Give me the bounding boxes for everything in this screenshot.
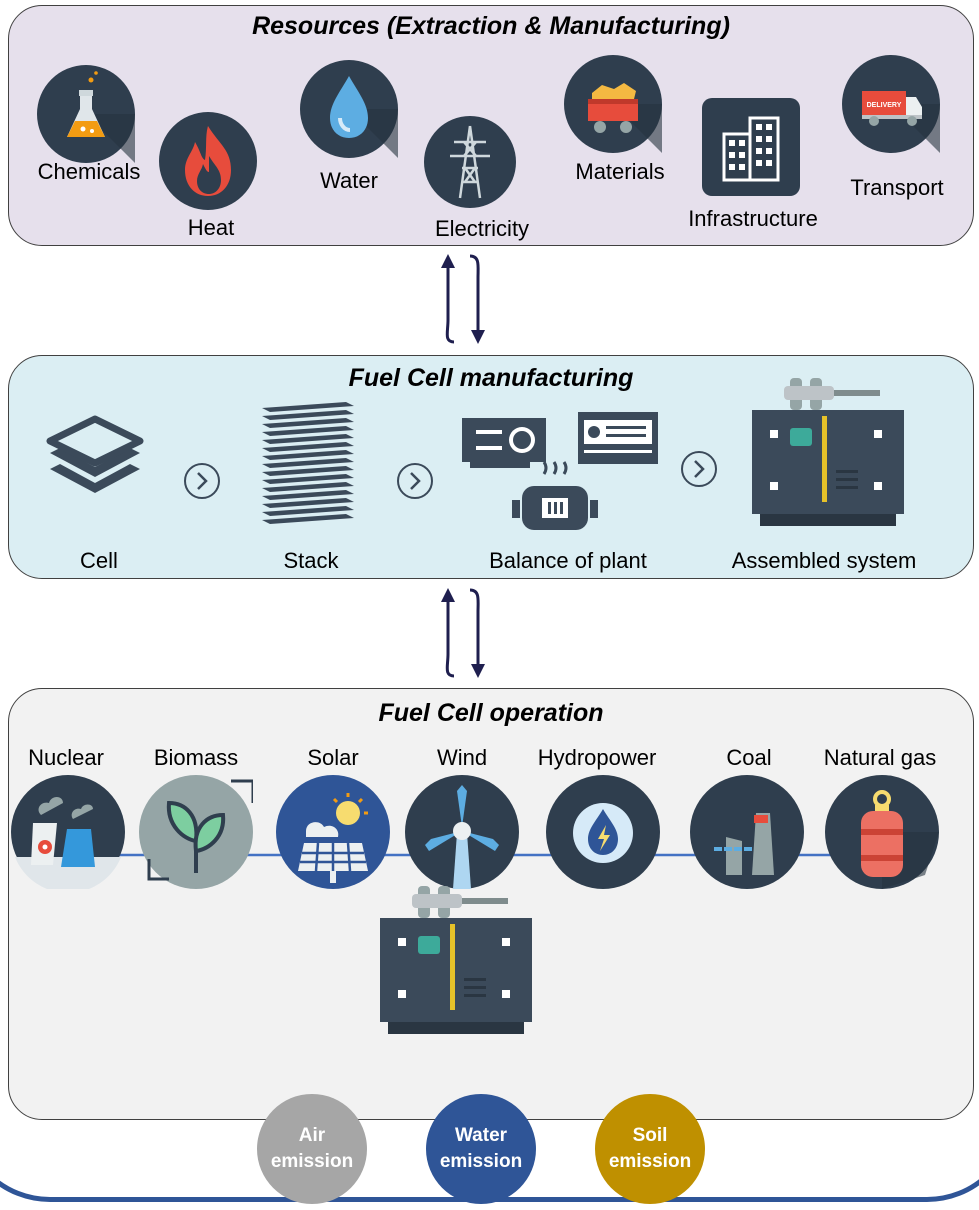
delivery-text: DELIVERY [867, 102, 902, 109]
water-emission-line1: Water [454, 1125, 508, 1146]
manufacturing-title: Fuel Cell manufacturing [348, 364, 634, 392]
chevron-right-icon [397, 463, 433, 499]
source-label-wind: Wind [436, 745, 488, 770]
cell-layers-icon [46, 415, 144, 493]
stack-sheets-icon [262, 402, 354, 524]
step-label-assembled-system: Assembled system [731, 548, 917, 573]
wind-turbine-icon [405, 775, 519, 889]
soil-emission-badge: Soil emission [595, 1094, 705, 1204]
exchange-arrows-1 [441, 254, 485, 344]
infrastructure-building-icon [702, 98, 800, 196]
resource-label-materials: Materials [575, 159, 665, 184]
source-label-hydropower: Hydropower [537, 745, 657, 770]
balance-of-plant-icon [462, 412, 658, 530]
fuel-cell-system-icon [380, 886, 532, 1034]
biomass-leaves-icon [139, 775, 253, 889]
heat-icon [159, 112, 257, 210]
chevron-right-icon [681, 451, 717, 487]
water-drop-icon [300, 60, 398, 158]
resource-label-infrastructure: Infrastructure [688, 206, 818, 231]
source-label-natural-gas: Natural gas [823, 745, 937, 770]
assembled-system-icon [752, 378, 904, 526]
water-emission-badge: Water emission [426, 1094, 536, 1204]
materials-cart-icon [564, 55, 662, 153]
air-emission-line1: Air [298, 1125, 326, 1146]
operation-title: Fuel Cell operation [378, 699, 604, 727]
coal-plant-icon [690, 775, 804, 889]
solar-panel-icon [276, 775, 390, 889]
resources-title: Resources (Extraction & Manufacturing) [252, 12, 730, 40]
chevron-right-icon [184, 463, 220, 499]
resource-label-water: Water [320, 168, 378, 193]
chemicals-icon [37, 65, 135, 163]
exchange-arrows-2 [441, 588, 485, 678]
resource-label-electricity: Electricity [434, 216, 530, 241]
air-emission-line2: emission [270, 1151, 354, 1172]
soil-emission-line2: emission [608, 1151, 692, 1172]
step-label-balance-of-plant: Balance of plant [489, 548, 647, 573]
transport-truck-icon: DELIVERY [842, 55, 940, 153]
soil-emission-line1: Soil [632, 1125, 668, 1146]
electricity-pylon-icon [424, 116, 516, 208]
resource-label-heat: Heat [187, 215, 235, 240]
natural-gas-cylinder-icon [825, 775, 939, 889]
step-label-cell: Cell [80, 548, 118, 573]
source-label-coal: Coal [726, 745, 772, 770]
source-label-solar: Solar [307, 745, 359, 770]
resource-label-transport: Transport [850, 175, 944, 200]
source-label-biomass: Biomass [153, 745, 239, 770]
resource-label-chemicals: Chemicals [37, 159, 141, 184]
water-emission-line2: emission [439, 1151, 523, 1172]
air-emission-badge: Air emission [257, 1094, 367, 1204]
nuclear-plant-icon [11, 775, 125, 889]
hydropower-icon [546, 775, 660, 889]
source-label-nuclear: Nuclear [28, 745, 104, 770]
step-label-stack: Stack [283, 548, 339, 573]
